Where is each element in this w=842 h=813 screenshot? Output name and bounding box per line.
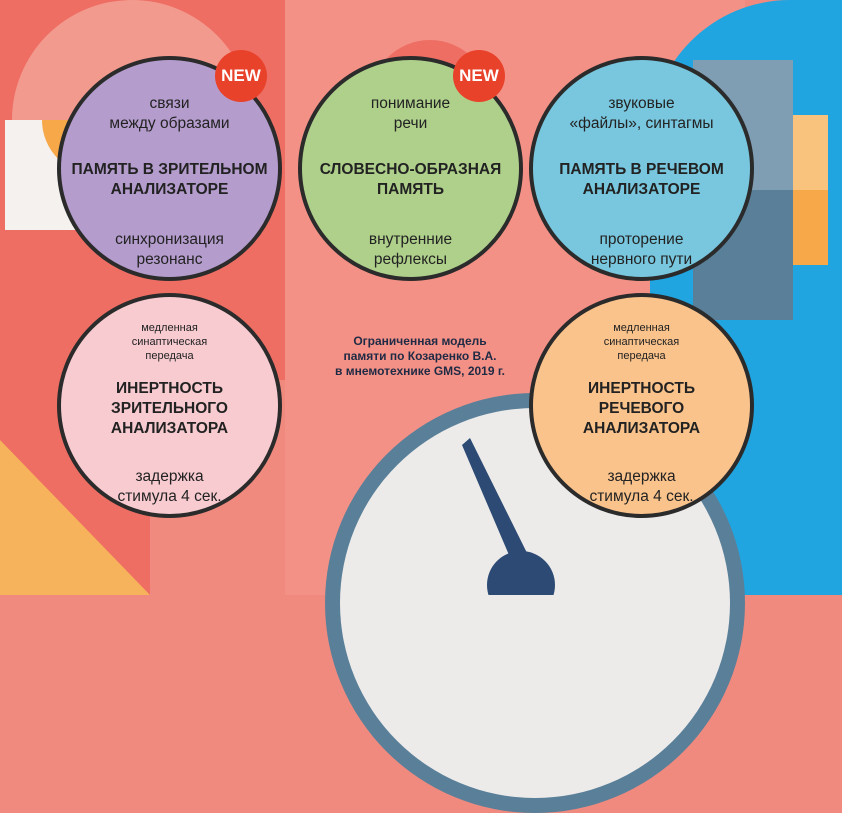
circle-speech-memory: звуковые«файлы», синтагмы ПАМЯТЬ В РЕЧЕВ… <box>529 56 754 281</box>
background-orange-strip-dark <box>793 190 828 265</box>
new-badge: NEW <box>215 50 267 102</box>
background-orange-strip-light <box>793 115 828 190</box>
new-badge: NEW <box>453 50 505 102</box>
gauge-needle-icon <box>462 438 555 595</box>
circle-top-text: звуковые«файлы», синтагмы <box>569 95 714 132</box>
